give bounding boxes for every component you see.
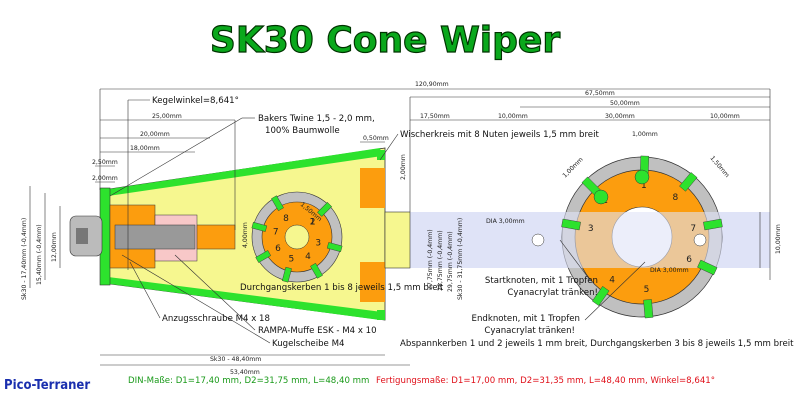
label-abspann: Abspannkerben 1 und 2 jeweils 1 mm breit… [400,339,794,349]
hole-1 [634,169,650,185]
dim-20: 20,00mm [140,131,170,138]
tab-lower [360,262,385,302]
dim-53: 53,40mm [230,369,260,376]
notch-3 [326,242,343,253]
small-wheel [251,191,343,283]
notch-number-7: 7 [690,224,696,234]
tab-green-bottom [377,310,385,320]
label-kugel: Kugelscheibe M4 [272,339,344,349]
notch-2 [317,202,332,217]
notch-5 [281,266,292,283]
notch-number-3: 3 [315,239,321,249]
dim-17: 17,50mm [420,113,450,120]
notch-4 [591,286,610,306]
notch-number-1: 1 [310,217,316,227]
dim-sk30-l: Sk30 - 48,40mm [210,356,261,363]
notch-number-7: 7 [273,227,279,237]
fertigung-dimensions: Fertigungsmaße: D1=17,00 mm, D2=31,35 mm… [376,376,715,386]
cone-edge-top [103,148,382,196]
notch-number-1: 1 [641,181,647,191]
brand-label: Pico-Terraner [4,378,90,393]
dim-200-v: 2,00mm [400,154,407,180]
hole-2 [593,189,609,205]
label-anzug: Anzugsschraube M4 x 18 [162,314,270,324]
notch-5 [643,299,654,319]
dim-dia-b: DIA 3,00mm [650,267,689,274]
notch-number-4: 4 [609,276,615,286]
small-wheel-notches [251,195,343,283]
notch-number-6: 6 [275,244,281,254]
notch-6 [697,259,718,276]
label-wischer: Wischerkreis mit 8 Nuten jeweils 1,5 mm … [400,130,599,140]
label-twine-2: 100% Baumwolle [265,126,340,136]
page-title: SK30 Cone Wiper [210,20,560,61]
label-rampa: RAMPA-Muffe ESK - M4 x 10 [258,326,377,336]
dim-200: 2,00mm [92,175,118,182]
dim-2875: 28,75mm (-0,4mm) [437,230,444,291]
notch-6 [255,250,272,263]
dim-12: 12,00mm [51,232,58,262]
label-end-1: Endknoten, mit 1 Tropfen [472,314,580,324]
dim-450: 4,00mm [242,222,249,248]
notch-8 [271,195,284,212]
dimension-lines [29,88,771,366]
hole-dia-left [531,233,545,247]
label-twine: Bakers Twine 1,5 - 2,0 mm, [258,114,375,124]
label-durchgang: Durchgangskerben 1 bis 8 jeweils 1,5 mm … [240,283,444,293]
label-start-2: Cyanacrylat tränken! [507,288,598,298]
cone-edge-bottom [103,277,382,320]
notch-number-8: 8 [673,193,679,203]
dim-10b: 10,00mm [710,113,740,120]
dim-250: 2,50mm [92,159,118,166]
small-wheel-numbers: 12 34 56 78 [273,214,321,264]
big-wheel-notches [561,155,723,319]
tab-green-top [377,150,385,160]
notch-7 [703,218,723,231]
dim-50: 50,00mm [610,100,640,107]
label-kegelwinkel: Kegelwinkel=8,641° [152,96,239,106]
notch-number-4: 4 [305,252,311,262]
label-end-2: Cyanacrylat tränken! [484,326,575,336]
dim-10a: 10,00mm [498,113,528,120]
screw-tip [196,224,236,250]
notch-number-2: 2 [310,217,316,227]
notch-3 [561,218,581,231]
screw-shank [114,224,196,250]
dim-100-diag: 1,00mm [561,156,584,179]
dim-total: 120,90mm [415,81,449,88]
dim-2975: 29,75mm (-0,4mm) [447,231,454,292]
screw-slot [76,228,88,244]
notch-number-3: 3 [588,224,594,234]
dim-100-top: 1,00mm [632,131,658,138]
dim-67: 67,50mm [585,90,615,97]
hole-dia-right [693,233,707,247]
label-start-1: Startknoten, mit 1 Tropfen [485,276,598,286]
notch-number-5: 5 [288,254,294,264]
notch-4 [310,262,323,279]
notch-8 [679,172,698,192]
din-dimensions: DIN-Maße: D1=17,40 mm, D2=31,75 mm, L=48… [128,376,369,386]
dim-18: 18,00mm [130,145,160,152]
notch-number-5: 5 [644,285,650,295]
dim-2775: 27,75mm (-0,4mm) [427,229,434,290]
dim-sk30-d1: Sk30 - 17,40mm (-0,4mm) [21,218,28,300]
dim-10r: 10,00mm [775,224,782,254]
dim-25: 25,00mm [152,113,182,120]
notch-number-8: 8 [283,214,289,224]
notch-number-6: 6 [686,255,692,265]
dim-dia-a: DIA 3,00mm [486,218,525,225]
dim-1540: 15,40mm (-0,4mm) [36,224,43,285]
dim-050: 0,50mm [363,135,389,142]
dim-150-diag: 1,50mm [708,155,730,179]
dim-sk30-dia: Sk30 - 31,75mm (-0,4mm) [457,218,464,300]
tab-upper [360,168,385,208]
dim-30: 30,00mm [605,113,635,120]
notch-7 [251,221,268,232]
cone-shaft [384,211,411,269]
